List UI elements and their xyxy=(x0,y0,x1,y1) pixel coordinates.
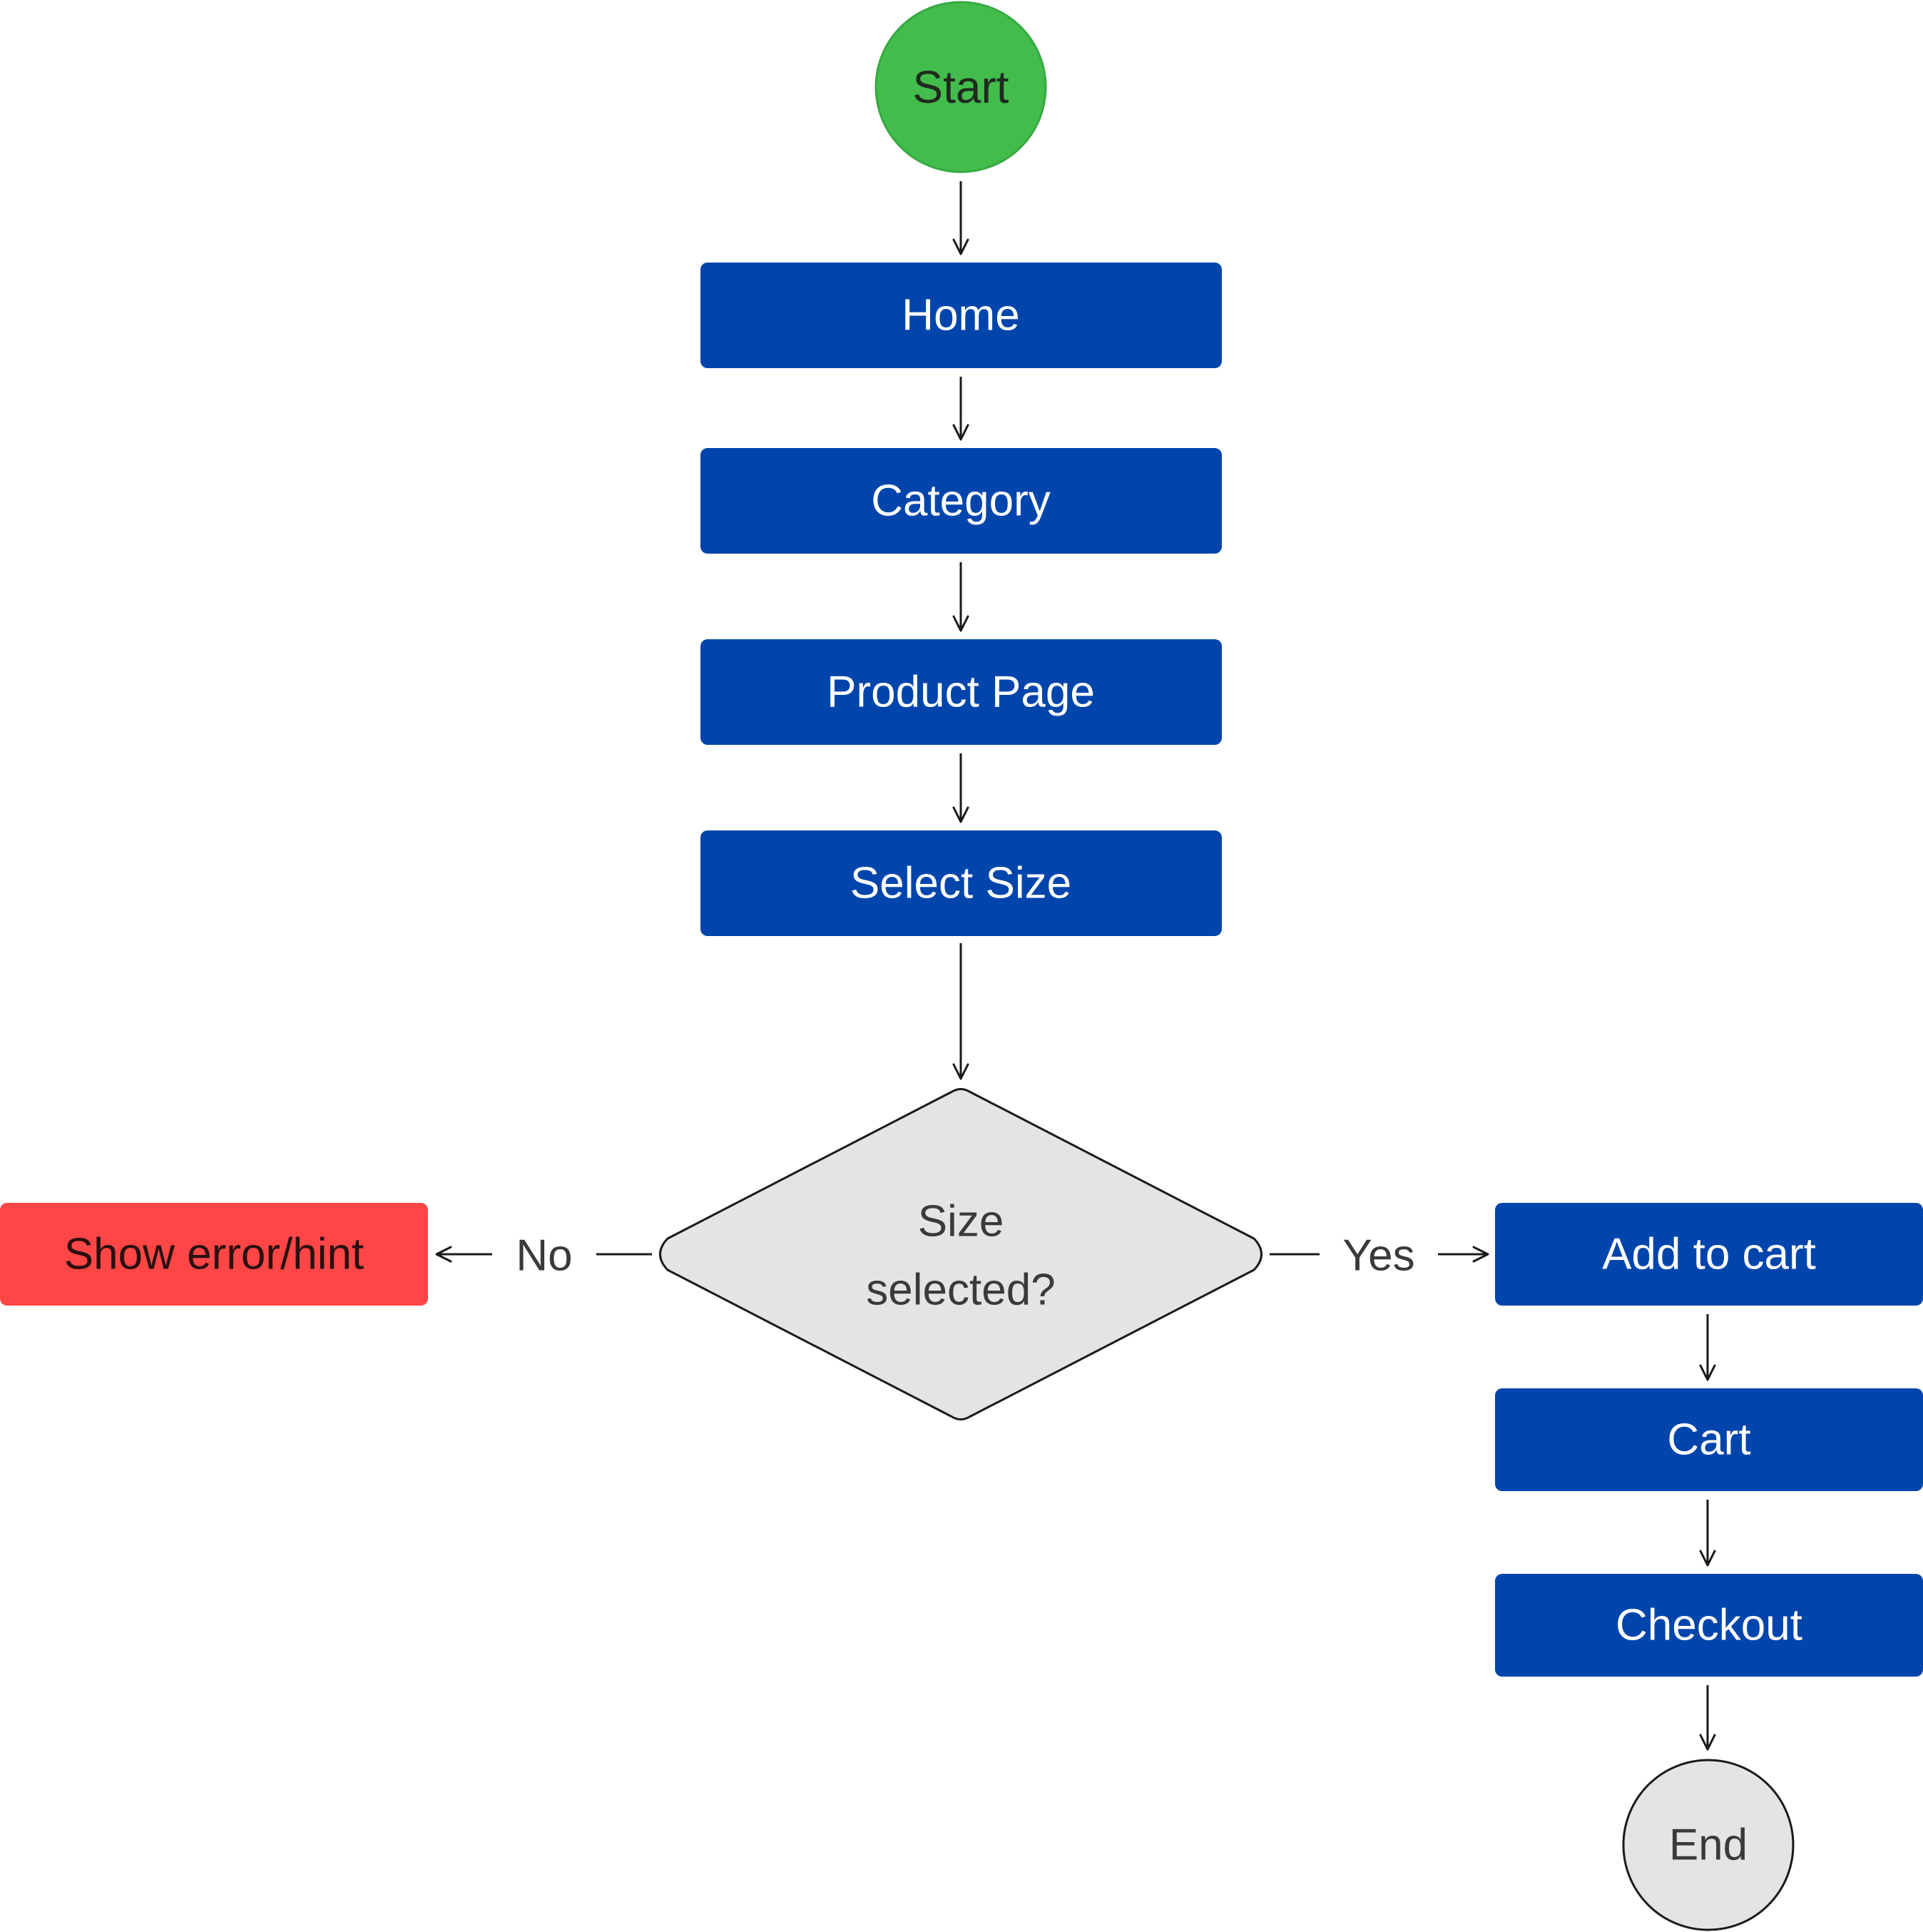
start-label: Start xyxy=(912,61,1009,113)
home-label: Home xyxy=(902,291,1019,340)
yes-edge-label: Yes xyxy=(1342,1231,1414,1281)
decision-label-line1: Size xyxy=(918,1197,1004,1246)
show-error-node: Show error/hint xyxy=(0,1203,428,1306)
product-page-label: Product Page xyxy=(827,668,1095,717)
checkout-node: Checkout xyxy=(1495,1574,1923,1677)
home-node: Home xyxy=(700,263,1222,368)
decision-node: Size selected? xyxy=(659,1088,1263,1420)
show-error-label: Show error/hint xyxy=(64,1230,364,1279)
connectors xyxy=(435,181,1716,1751)
category-label: Category xyxy=(871,477,1051,526)
start-node: Start xyxy=(874,1,1047,173)
add-to-cart-node: Add to cart xyxy=(1495,1203,1923,1306)
select-size-label: Select Size xyxy=(850,859,1071,908)
select-size-node: Select Size xyxy=(700,830,1222,936)
add-to-cart-label: Add to cart xyxy=(1602,1230,1816,1279)
end-label: End xyxy=(1669,1821,1748,1870)
end-node: End xyxy=(1622,1759,1795,1931)
checkout-label: Checkout xyxy=(1616,1601,1802,1650)
product-page-node: Product Page xyxy=(700,639,1222,745)
cart-label: Cart xyxy=(1667,1415,1750,1465)
category-node: Category xyxy=(700,448,1222,554)
cart-node: Cart xyxy=(1495,1388,1923,1491)
decision-label-line2: selected? xyxy=(866,1266,1055,1315)
no-edge-label: No xyxy=(516,1231,572,1281)
